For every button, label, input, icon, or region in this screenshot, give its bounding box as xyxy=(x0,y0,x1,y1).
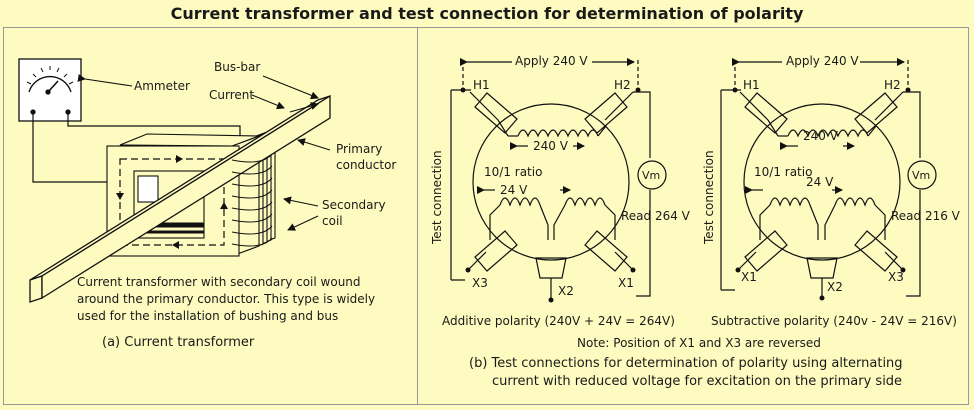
secondary-label-2: coil xyxy=(322,214,343,228)
subtractive-h1-label: H1 xyxy=(743,78,760,92)
terminal-dots xyxy=(460,87,911,303)
page-title: Current transformer and test connection … xyxy=(170,4,804,23)
caption-b-line1: (b) Test connections for determination o… xyxy=(469,356,903,371)
caption-a: (a) Current transformer xyxy=(102,335,255,350)
bus-bar xyxy=(29,94,331,303)
additive-24v-label: 24 V xyxy=(500,183,528,197)
subtractive-apply-label: Apply 240 V xyxy=(786,54,859,68)
subtractive-h2-label: H2 xyxy=(884,78,901,92)
additive-apply-label: Apply 240 V xyxy=(515,54,588,68)
subtractive-24v-label: 24 V xyxy=(806,175,834,189)
additive-h1-label: H1 xyxy=(473,78,490,92)
additive-caption: Additive polarity (240V + 24V = 264V) xyxy=(442,314,675,328)
ct-description: Current transformer with secondary coil … xyxy=(77,275,376,323)
additive-diagram xyxy=(450,58,667,300)
current-label: Current xyxy=(209,88,255,102)
additive-240v-label: 240 V xyxy=(533,139,568,153)
caption-b-line2: current with reduced voltage for excitat… xyxy=(492,374,903,389)
subtractive-x1-label: X1 xyxy=(741,270,757,284)
additive-x3-label: X3 xyxy=(472,276,488,290)
additive-test-label: Test connection xyxy=(430,150,444,244)
figure-frame xyxy=(3,27,969,405)
subtractive-diagram xyxy=(720,58,937,298)
subtractive-x2-label: X2 xyxy=(827,280,843,294)
primary-label-1: Primary xyxy=(336,142,383,156)
subtractive-ratio-label: 10/1 ratio xyxy=(754,165,813,179)
additive-read-label: Read 264 V xyxy=(621,209,690,223)
secondary-coil xyxy=(231,153,273,247)
flux-arrows xyxy=(116,155,228,249)
subtractive-read-label: Read 216 V xyxy=(891,209,960,223)
additive-ratio-label: 10/1 ratio xyxy=(484,165,543,179)
primary-label-2: conductor xyxy=(336,158,397,172)
busbar-label: Bus-bar xyxy=(214,60,261,74)
additive-x2-label: X2 xyxy=(558,284,574,298)
note-text: Note: Position of X1 and X3 are reversed xyxy=(577,336,821,350)
ammeter-label: Ammeter xyxy=(134,79,190,93)
secondary-label-1: Secondary xyxy=(322,198,386,212)
subtractive-x3-label: X3 xyxy=(888,270,904,284)
leader-lines xyxy=(77,74,331,231)
additive-h2-label: H2 xyxy=(614,78,631,92)
ammeter-icon xyxy=(18,58,82,122)
additive-x1-label: X1 xyxy=(618,276,634,290)
additive-vm-label: Vm xyxy=(642,169,661,182)
subtractive-vm-label: Vm xyxy=(912,169,931,182)
subtractive-caption: Subtractive polarity (240v - 24V = 216V) xyxy=(711,314,957,328)
subtractive-240v-label: 240 V xyxy=(803,129,838,143)
ammeter-leads xyxy=(32,112,241,183)
panel-divider xyxy=(417,27,418,405)
subtractive-test-label: Test connection xyxy=(702,150,716,244)
